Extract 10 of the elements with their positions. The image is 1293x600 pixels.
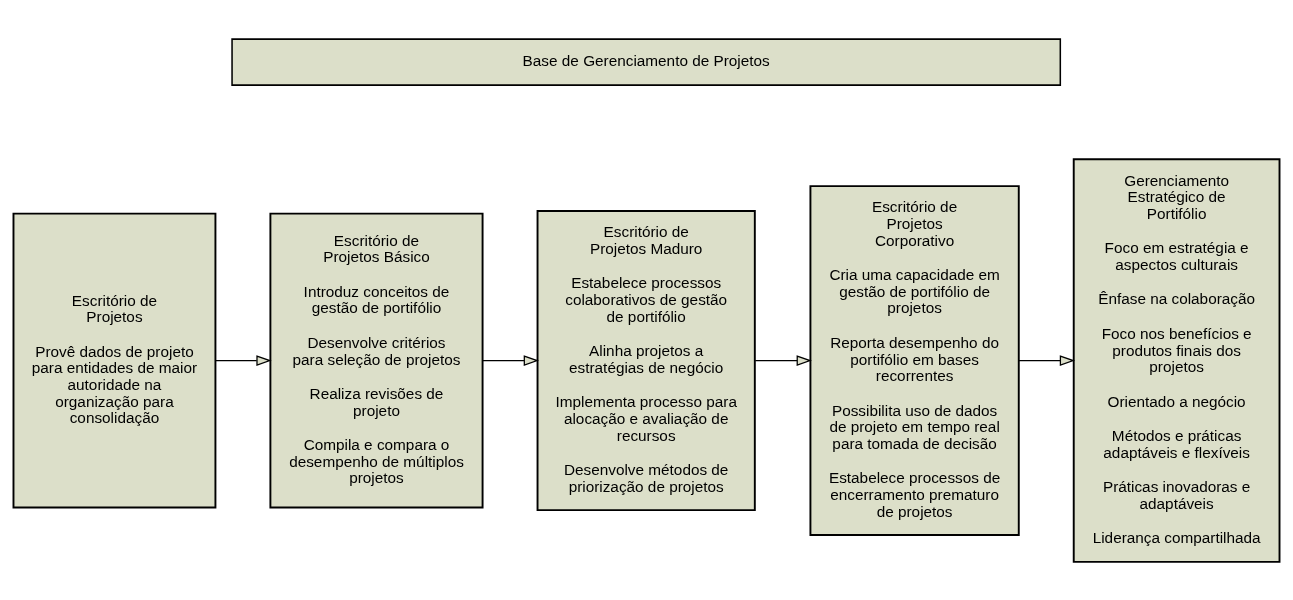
node-box: Escritório de Projetos Maduro Estabelece processos colaborativos de gestão de portifólio Alinha projetos a estratégias de negócio Implementa processo para alocação e avaliação de recursos Desenvolve métodos de priorização de projetos (536, 209, 756, 511)
arrow (215, 354, 272, 366)
arrow (482, 354, 540, 366)
node-box: Base de Gerenciamento de Projetos (231, 37, 1062, 86)
node-box: Escritório de Projetos Provê dados de projeto para entidades de maior autoridade na organização para consolidação (12, 212, 217, 508)
arrow (1018, 354, 1076, 366)
arrow (754, 354, 812, 366)
node-box: Escritório de Projetos Corporativo Cria uma capacidade em gestão de portifólio de projetos Reporta desempenho do portifólio em bases recorrentes Possibilita uso de dados de projeto em tempo real para tomada de decisão Estabelece processos de encerramento prematuro de projetos (809, 184, 1020, 536)
node-box: Gerenciamento Estratégico de Portifólio Foco em estratégia e aspectos culturais Ênfase na colaboração Foco nos benefícios e produtos finais dos projetos Orientado a negócio Métodos e práticas adaptáveis e flexíveis Práticas inovadoras e adaptáveis Liderança compartilhada (1072, 157, 1281, 563)
node-box: Escritório de Projetos Básico Introduz conceitos de gestão de portifólio Desenvolve critérios para seleção de projetos Realiza revisões de projeto Compila e compara o desempenho de múltiplos projetos (269, 212, 484, 508)
